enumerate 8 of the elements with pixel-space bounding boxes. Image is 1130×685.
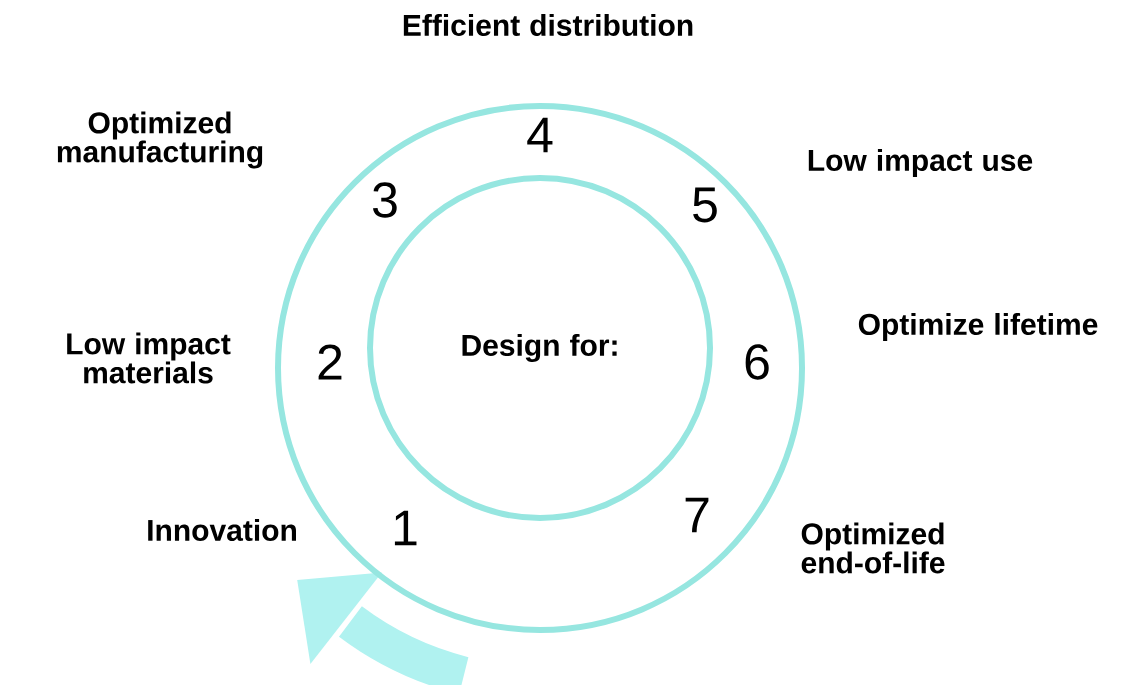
step-label: Optimize lifetime: [858, 313, 1098, 341]
step-label: Efficient distribution: [403, 14, 693, 36]
step-label: Optimized end-of-life: [801, 522, 945, 574]
step-number: 3: [373, 182, 397, 218]
step-label: Low impact materials: [67, 332, 231, 384]
step-label: Optimized manufacturing: [57, 111, 263, 169]
step-label: Innovation: [148, 518, 296, 541]
step-label: Low impact use: [808, 149, 1033, 177]
